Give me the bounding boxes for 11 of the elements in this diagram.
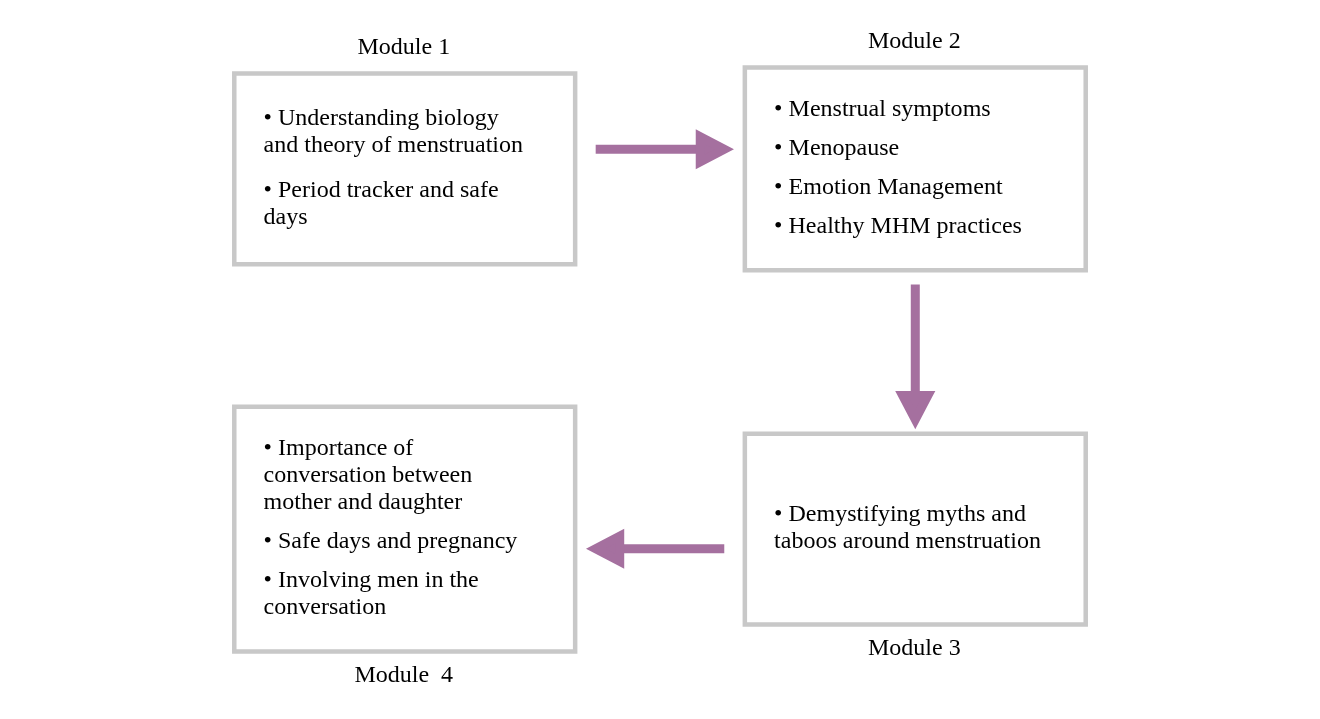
arrow — [595, 129, 734, 170]
node-box: • Understanding biology and theory of menstruation • Period tracker and safe days — [232, 71, 578, 267]
node-box: • Importance of conversation between mother and daughter • Safe days and pregnancy • Involving men in the conversation — [232, 404, 578, 654]
node-box: • Demystifying myths and taboos around menstruation — [742, 431, 1088, 627]
node-label: Module 4 — [354, 661, 454, 688]
node-label: Module 2 — [867, 27, 961, 54]
node-label: Module 1 — [357, 33, 451, 60]
node-label: Module 3 — [867, 634, 961, 661]
node-box: • Menstrual symptoms • Menopause • Emotion Management • Healthy MHM practices — [742, 65, 1088, 273]
arrow — [586, 528, 725, 569]
arrow — [895, 284, 936, 430]
